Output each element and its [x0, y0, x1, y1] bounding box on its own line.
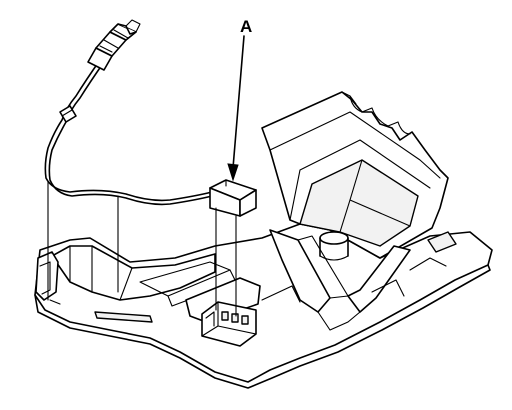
sensor-harness	[44, 19, 257, 217]
boss-cylinder	[319, 231, 349, 261]
connector-socket	[201, 301, 257, 347]
callout-label: A	[240, 17, 252, 36]
bracket-housing	[34, 91, 493, 389]
callout-a: A	[227, 17, 252, 182]
guide-lines	[47, 181, 237, 317]
sensor-body	[209, 179, 257, 217]
harness-plug	[87, 19, 141, 71]
